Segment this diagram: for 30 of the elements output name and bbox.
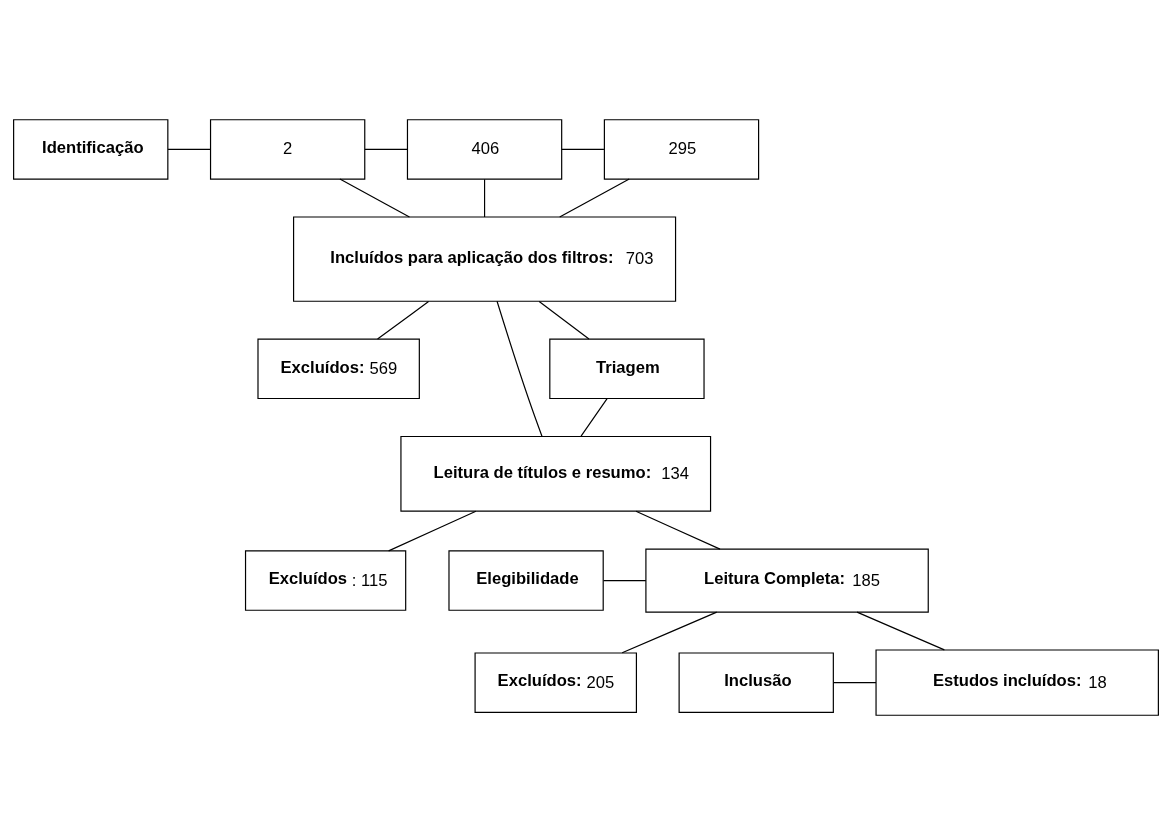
connector xyxy=(364,148,408,150)
node-box: 295 xyxy=(603,118,760,180)
connector xyxy=(635,510,721,550)
node-box: Identificação xyxy=(13,118,169,180)
node-box: Elegibilidade xyxy=(448,549,604,611)
node-box: 2 xyxy=(209,118,366,180)
node-box: Excluídos: 569 xyxy=(257,338,420,399)
node-box: Estudos incluídos: 18 xyxy=(875,648,1159,716)
node-box: Excluídos: 205 xyxy=(474,651,637,713)
connector xyxy=(833,681,877,683)
node-box: Leitura Completa:185 xyxy=(645,548,929,613)
connector xyxy=(580,397,608,437)
connector xyxy=(538,300,590,340)
connector xyxy=(496,300,543,437)
node-box: Incluídos para aplicação dos filtros: 703 xyxy=(293,215,677,302)
node-box: 406 xyxy=(406,118,563,180)
node-box: Triagem xyxy=(549,338,705,399)
connector xyxy=(339,177,411,218)
connector xyxy=(559,177,630,218)
connector xyxy=(483,178,486,218)
connector xyxy=(561,148,605,150)
node-box: Leitura de títulos e resumo: 134 xyxy=(400,435,712,512)
connector xyxy=(167,148,211,150)
connector xyxy=(621,611,718,653)
connector xyxy=(376,300,430,340)
connector xyxy=(602,579,647,581)
node-box: Inclusão xyxy=(678,651,834,713)
node-box: Excluídos: 115 xyxy=(244,549,407,611)
connector xyxy=(388,510,477,551)
connector xyxy=(856,611,945,650)
